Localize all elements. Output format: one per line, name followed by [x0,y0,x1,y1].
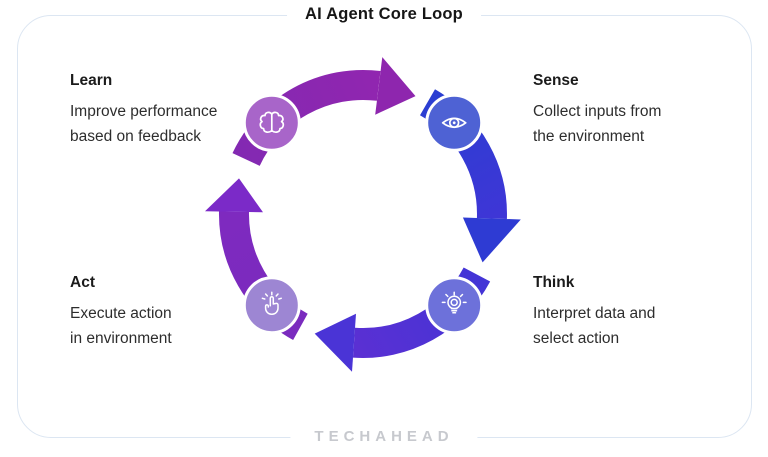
techahead-logo: TECHAHEAD [290,428,478,445]
act-label: Act [70,274,95,291]
arrowhead-think-to-act [314,313,356,372]
loop-arrowheads [205,57,521,372]
sense-node-text: Sense Collect inputs from the environmen… [533,72,733,149]
act-node-circle [242,276,301,335]
sense-label: Sense [533,72,579,89]
act-description: Execute action in environment [70,305,172,347]
act-node-text: Act Execute action in environment [70,274,270,351]
sense-description: Collect inputs from the environment [533,103,662,145]
think-node-text: Think Interpret data and select action [533,274,733,351]
brain-icon [259,111,285,133]
lightbulb-icon [441,291,467,314]
arrowhead-learn-to-sense [375,57,416,115]
learn-description: Improve performance based on feedback [70,103,218,145]
eye-icon [441,117,467,129]
think-label: Think [533,274,575,291]
think-description: Interpret data and select action [533,305,656,347]
arrowhead-sense-to-think [462,217,521,263]
learn-label: Learn [70,72,113,89]
learn-node-text: Learn Improve performance based on feedb… [70,72,270,149]
page-title: AI Agent Core Loop [287,5,481,24]
arrowhead-act-to-learn [205,178,263,213]
hand-click-icon [261,291,282,315]
